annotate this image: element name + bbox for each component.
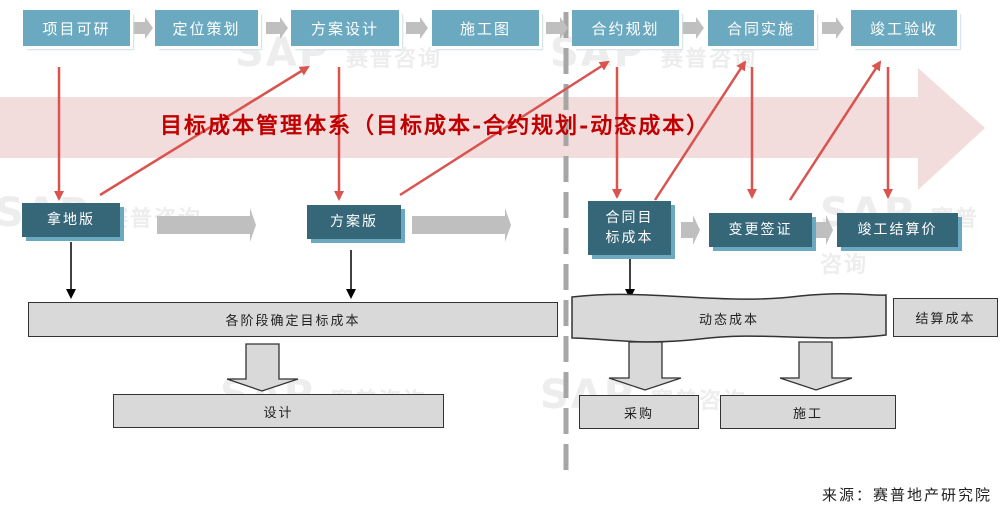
stage-label: 竣工验收	[869, 19, 938, 38]
stage-contract-planning: 合约规划	[572, 10, 679, 46]
block-arrows	[226, 341, 853, 392]
stage-label: 方案设计	[310, 19, 379, 38]
stage-completion-acceptance: 竣工验收	[851, 10, 957, 46]
dynamic-cost-label: 动态成本	[698, 312, 759, 328]
red-feedback-arrow	[788, 60, 882, 201]
top-stage-connectors	[131, 17, 844, 39]
box-label: 设计	[263, 405, 294, 421]
stage-positioning: 定位策划	[155, 10, 258, 46]
banner-arrow	[0, 68, 985, 190]
version-label: 竣工结算价	[857, 222, 938, 238]
stage-label: 合同实施	[726, 19, 795, 38]
watermark-name: 赛普咨询	[346, 47, 443, 72]
version-contract-target-cost: 合同目标成本	[588, 201, 671, 255]
gray-arrow	[406, 17, 428, 39]
version-label: 方案版	[330, 214, 378, 230]
gray-arrow	[681, 215, 700, 245]
version-change-visa: 变更签证	[709, 213, 812, 247]
stage-label: 合约规划	[591, 19, 660, 38]
gray-arrow	[266, 17, 288, 39]
version-final-settlement: 竣工结算价	[837, 213, 958, 247]
procurement-box: 采购	[579, 395, 699, 429]
source-note: 来源：赛普地产研究院	[821, 486, 992, 504]
red-feedback-arrow	[99, 65, 310, 197]
block-down-arrow	[779, 341, 853, 391]
cost-version-connectors	[157, 208, 833, 245]
box-label: 结算成本	[915, 312, 976, 327]
version-scheme: 方案版	[307, 205, 401, 239]
red-diagonal-arrows	[99, 60, 882, 201]
stage-scheme-design: 方案设计	[291, 10, 399, 46]
gray-arrow	[682, 17, 704, 39]
construction-box: 施工	[720, 395, 896, 429]
stage-label: 项目可研	[42, 19, 111, 38]
version-label: 拿地版	[47, 212, 95, 228]
red-feedback-arrow	[399, 60, 610, 197]
box-label: 施工	[792, 406, 823, 422]
gray-arrow	[412, 208, 511, 242]
version-land-acquisition: 拿地版	[22, 203, 120, 237]
version-label: 变更签证	[728, 222, 793, 238]
box-label: 各阶段确定目标成本	[225, 314, 361, 329]
gray-arrow	[822, 17, 844, 39]
box-label: 采购	[623, 406, 654, 422]
stage-label: 定位策划	[172, 19, 241, 38]
stage-target-cost-box: 各阶段确定目标成本	[28, 302, 558, 337]
block-down-arrow	[226, 343, 299, 392]
black-down-arrows	[66, 242, 635, 299]
stage-project-feasibility: 项目可研	[23, 10, 130, 46]
gray-arrow	[131, 17, 153, 39]
red-feedback-arrow	[653, 60, 747, 201]
stage-label: 施工图	[459, 19, 511, 38]
banner-title: 目标成本管理体系（目标成本-合约规划-动态成本）	[160, 113, 711, 139]
red-down-arrows	[54, 67, 893, 201]
block-down-arrow	[608, 341, 682, 391]
settlement-cost-box: 结算成本	[893, 298, 998, 337]
gray-arrow	[812, 215, 833, 245]
stage-contract-implementation: 合同实施	[708, 10, 814, 46]
version-label: 合同目标成本	[605, 210, 654, 246]
design-box: 设计	[113, 394, 444, 428]
dynamic-cost-box-shape	[571, 293, 887, 343]
gray-arrow	[546, 17, 568, 39]
stage-construction-drawing: 施工图	[432, 10, 539, 46]
dynamic-cost-label-wrap: 动态成本	[572, 300, 886, 336]
gray-arrow	[157, 208, 256, 242]
